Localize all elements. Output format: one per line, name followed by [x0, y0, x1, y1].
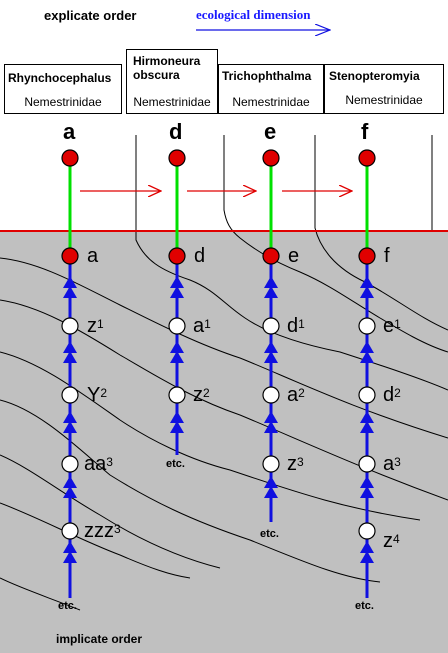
node-f-3: [358, 455, 376, 473]
node-d-surface: [168, 247, 186, 265]
node-e-3: [262, 455, 280, 473]
node-e-top: [262, 149, 280, 167]
label-d-ancestor-1: a1: [193, 315, 211, 337]
taxon-family: Nemestrinidae: [345, 93, 423, 107]
node-f-surface: [358, 247, 376, 265]
node-a-surface: [61, 247, 79, 265]
label-e-ancestor-2: a2: [287, 384, 305, 406]
column-letter-a: a: [63, 119, 76, 144]
green-stems: [68, 158, 369, 256]
taxon-name: Hirmoneura obscura: [133, 54, 201, 82]
column-letter-e: e: [264, 119, 277, 144]
node-a-4: [61, 522, 79, 540]
taxon-box-trichophthalma: Trichophthalma Nemestrinidae: [218, 64, 324, 114]
node-f-1: [358, 317, 376, 335]
taxon-box-rhynchocephalus: Rhynchocephalus Nemestrinidae: [4, 64, 122, 114]
label-f-ancestor-3: a3: [383, 453, 401, 475]
node-f-top: [358, 149, 376, 167]
node-e-2: [262, 386, 280, 404]
label-a: a: [87, 245, 99, 267]
label-a-ancestor-3: aa3: [84, 453, 113, 475]
implicate-order-label: implicate order: [56, 632, 143, 646]
label-f-ancestor-1: e1: [383, 315, 401, 337]
node-a-3: [61, 455, 79, 473]
label-a-ancestor-1: z1: [87, 315, 104, 337]
red-nodes-top: [61, 149, 376, 167]
label-d: d: [194, 245, 206, 267]
node-e-surface: [262, 247, 280, 265]
label-f-ancestor-2: d2: [383, 384, 401, 406]
label-e-ancestor-3: z3: [287, 453, 304, 475]
node-a-top: [61, 149, 79, 167]
taxon-family: Nemestrinidae: [24, 95, 102, 109]
ecological-dimension-label: ecological dimension: [196, 7, 311, 22]
etc-label-e: etc.: [260, 528, 279, 540]
node-f-2: [358, 386, 376, 404]
lineage-arrowheads: [63, 276, 374, 563]
taxon-name: Stenopteromyia: [329, 69, 420, 83]
label-e: e: [288, 245, 300, 267]
etc-label-f: etc.: [355, 600, 374, 612]
label-f-ancestor-4: z4: [383, 530, 400, 552]
etc-label-d: etc.: [166, 458, 185, 470]
column-letter-d: d: [169, 119, 183, 144]
label-d-ancestor-2: z2: [193, 384, 210, 406]
node-a-1: [61, 317, 79, 335]
taxon-name: Trichophthalma: [222, 69, 312, 83]
label-a-ancestor-2: Y2: [87, 384, 108, 406]
node-f-4: [358, 522, 376, 540]
node-d-1: [168, 317, 186, 335]
white-nodes: [61, 317, 376, 540]
node-a-2: [61, 386, 79, 404]
taxon-family: Nemestrinidae: [133, 95, 211, 109]
taxon-box-stenopteromyia: Stenopteromyia Nemestrinidae: [324, 64, 444, 114]
etc-label-a: etc.: [58, 600, 77, 612]
node-d-2: [168, 386, 186, 404]
red-nodes-surface: [61, 247, 376, 265]
label-e-ancestor-1: d1: [287, 315, 305, 337]
label-f: f: [384, 245, 390, 267]
taxon-family: Nemestrinidae: [232, 95, 310, 109]
taxon-box-hirmoneura: Hirmoneura obscura Nemestrinidae: [126, 49, 218, 114]
explicate-order-label: explicate order: [44, 8, 137, 23]
node-e-1: [262, 317, 280, 335]
node-d-top: [168, 149, 186, 167]
column-letter-f: f: [361, 119, 369, 144]
taxon-name: Rhynchocephalus: [8, 71, 112, 85]
label-a-ancestor-4: zzz3: [84, 520, 121, 542]
